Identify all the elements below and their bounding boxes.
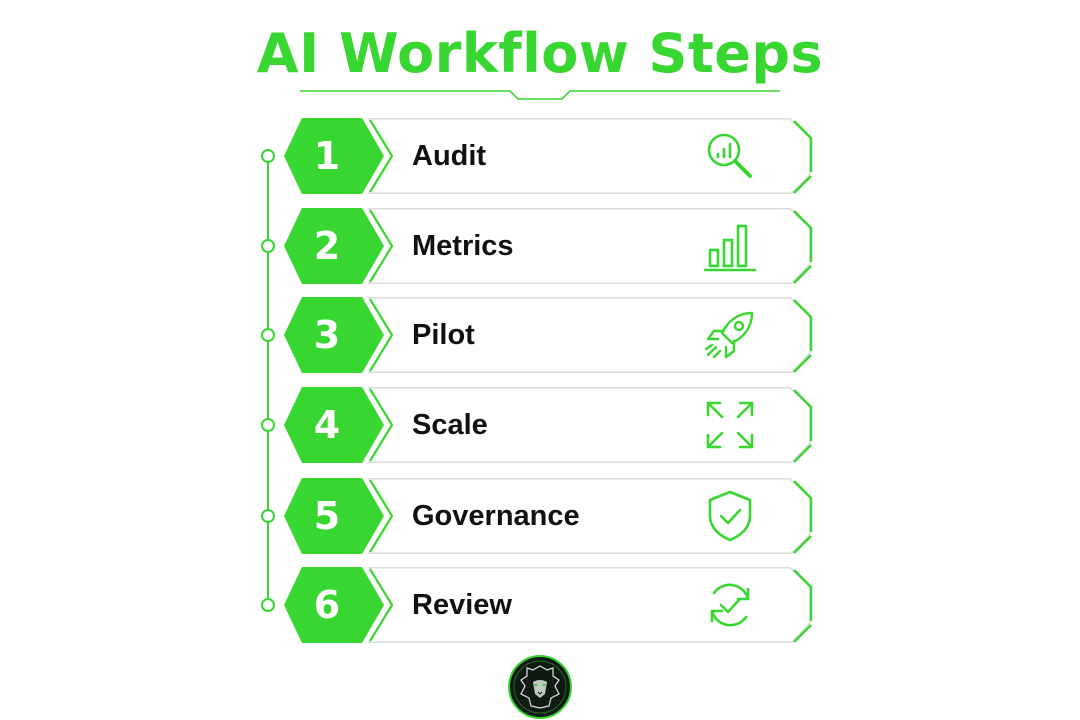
step-row-scale: 4 Scale <box>282 387 814 463</box>
timeline-node <box>261 418 275 432</box>
step-number: 1 <box>313 134 341 178</box>
timeline-node <box>261 509 275 523</box>
step-row-governance: 5 Governance <box>282 478 814 554</box>
rocket-icon <box>704 311 754 359</box>
step-row-audit: 1 Audit <box>282 118 814 194</box>
lion-head-logo <box>508 655 572 719</box>
timeline-node <box>261 328 275 342</box>
step-number: 3 <box>313 313 341 357</box>
page-title: AI Workflow Steps <box>256 22 824 85</box>
bar-chart-icon <box>704 224 756 272</box>
step-number: 4 <box>313 403 341 447</box>
step-number: 5 <box>313 494 341 538</box>
step-row-review: 6 Review <box>282 567 814 643</box>
step-label: Audit <box>412 140 487 172</box>
shield-check-icon <box>708 490 752 542</box>
step-label: Governance <box>412 500 580 532</box>
step-number: 6 <box>313 583 341 627</box>
step-row-pilot: 3 Pilot <box>282 297 814 373</box>
step-card <box>284 297 813 373</box>
step-card <box>284 208 813 284</box>
magnifier-chart-icon <box>707 133 752 178</box>
step-card <box>284 567 813 643</box>
step-card <box>284 118 813 194</box>
timeline-node <box>261 239 275 253</box>
step-card <box>284 387 813 463</box>
step-number: 2 <box>313 224 341 268</box>
step-row-metrics: 2 Metrics <box>282 208 814 284</box>
step-label: Scale <box>412 409 488 441</box>
refresh-check-icon <box>710 583 750 627</box>
step-label: Pilot <box>412 319 475 351</box>
title-divider <box>300 90 780 100</box>
step-card <box>284 478 813 554</box>
timeline-node <box>261 149 275 163</box>
step-label: Review <box>412 589 512 621</box>
timeline-node <box>261 598 275 612</box>
expand-arrows-icon <box>706 401 754 449</box>
step-label: Metrics <box>412 230 514 262</box>
